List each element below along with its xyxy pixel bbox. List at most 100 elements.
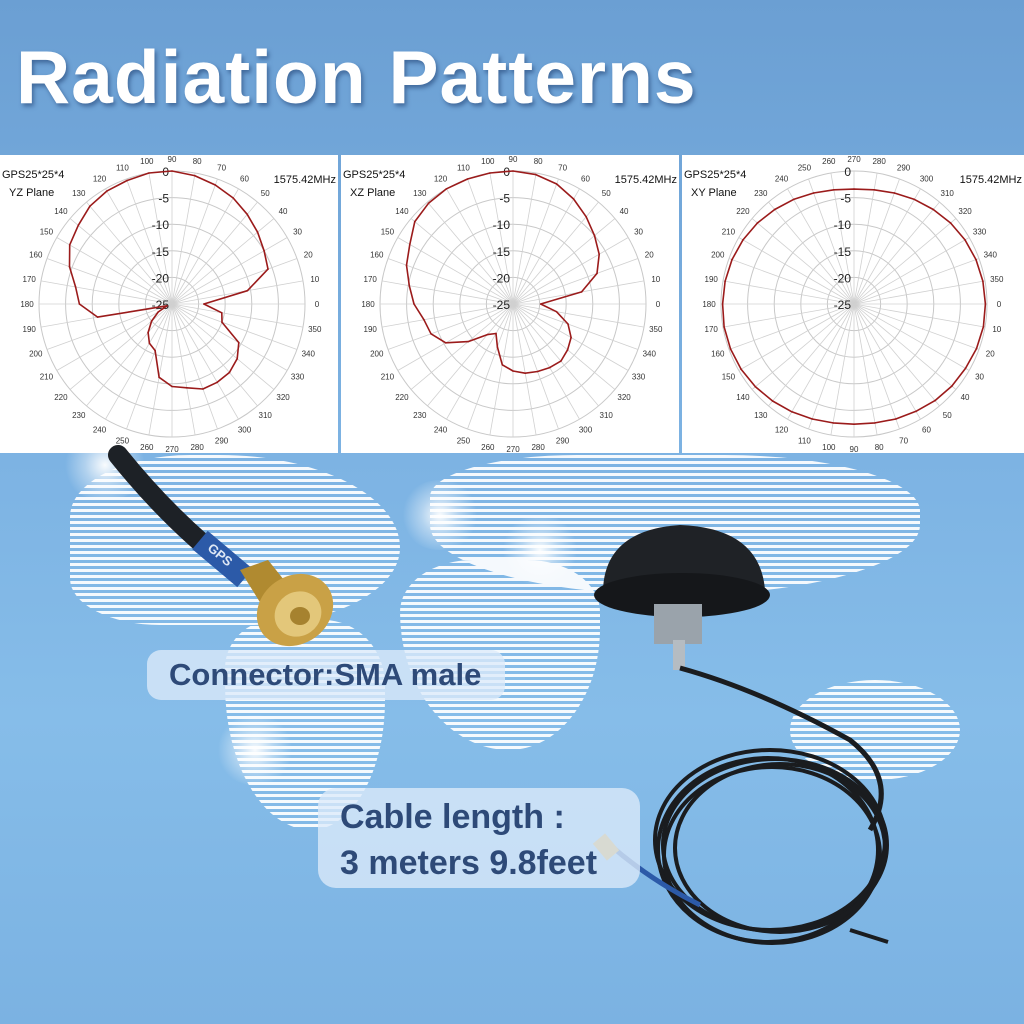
angle-tick-label: 350	[990, 275, 1004, 284]
data-point	[593, 234, 596, 237]
angle-tick-label: 90	[509, 155, 518, 164]
angle-tick-label: 170	[23, 275, 37, 284]
radial-tick-label: -15	[834, 245, 852, 259]
grid-spoke	[46, 258, 173, 305]
angle-tick-label: 290	[897, 164, 911, 173]
angle-tick-label: 310	[259, 411, 273, 420]
data-point	[566, 349, 569, 351]
data-point	[467, 340, 469, 343]
angle-tick-label: 270	[847, 155, 861, 164]
light-glow	[215, 715, 295, 785]
angle-tick-label: 110	[798, 436, 811, 445]
angle-tick-label: 340	[643, 350, 657, 359]
data-point	[68, 244, 71, 246]
data-point	[68, 265, 71, 268]
data-point	[964, 239, 966, 241]
angle-tick-label: 250	[798, 164, 812, 173]
data-point	[771, 400, 774, 402]
angle-tick-label: 190	[23, 325, 37, 334]
angle-tick-label: 300	[238, 426, 252, 435]
angle-tick-label: 130	[754, 411, 768, 420]
angle-tick-label: 100	[140, 157, 154, 166]
angle-tick-label: 170	[364, 275, 378, 284]
radial-tick-label: -5	[840, 192, 851, 206]
data-point	[78, 303, 81, 305]
angle-tick-label: 220	[54, 393, 68, 402]
data-point	[951, 385, 953, 387]
data-point	[596, 272, 598, 275]
data-point	[267, 268, 269, 270]
angle-tick-label: 300	[920, 174, 934, 183]
angle-tick-label: 20	[645, 250, 654, 259]
angle-tick-label: 120	[775, 426, 789, 435]
data-point	[548, 366, 551, 369]
data-point	[539, 303, 542, 305]
grid-spoke	[853, 237, 970, 305]
data-point	[444, 342, 447, 344]
angle-tick-label: 190	[364, 325, 378, 334]
data-point	[895, 418, 897, 420]
angle-tick-label: 30	[975, 373, 984, 382]
grid-spoke	[830, 172, 855, 305]
grid-spoke	[467, 178, 514, 305]
data-point	[934, 399, 936, 402]
grid-spoke	[768, 201, 855, 305]
angle-tick-label: 240	[434, 426, 448, 435]
grid-spoke	[853, 303, 921, 420]
frequency-label: 1575.42MHz	[959, 174, 1022, 186]
grid-spoke	[768, 303, 855, 407]
angle-tick-label: 50	[602, 189, 611, 198]
data-point	[853, 188, 855, 190]
radial-tick-label: -20	[152, 271, 170, 285]
data-point	[524, 372, 526, 374]
model-label: GPS25*25*4	[684, 169, 747, 181]
data-point	[263, 250, 265, 252]
angle-tick-label: 250	[457, 436, 471, 445]
data-point	[572, 198, 575, 200]
frequency-label: 1575.42MHz	[273, 174, 336, 186]
angle-tick-label: 340	[302, 350, 316, 359]
grid-spoke	[512, 303, 559, 430]
cable-length-line-1: Cable length :	[340, 798, 565, 836]
angle-tick-label: 10	[651, 275, 660, 284]
data-point	[832, 422, 834, 424]
grid-spoke	[171, 218, 275, 305]
data-point	[740, 368, 742, 370]
grid-spoke	[738, 303, 855, 371]
angle-tick-label: 280	[531, 443, 545, 452]
plane-label: YZ Plane	[9, 187, 55, 199]
grid-spoke	[512, 188, 580, 305]
grid-spoke	[446, 188, 514, 305]
angle-tick-label: 300	[579, 426, 593, 435]
angle-tick-label: 50	[261, 189, 270, 198]
grid-spoke	[853, 303, 957, 390]
angle-tick-label: 220	[395, 393, 409, 402]
grid-spoke	[751, 303, 855, 390]
data-point	[203, 303, 205, 305]
data-point	[154, 349, 156, 352]
data-point	[555, 183, 558, 185]
grid-spoke	[171, 303, 304, 328]
grid-spoke	[512, 303, 616, 390]
data-point	[408, 284, 411, 287]
angle-tick-label: 350	[308, 325, 322, 334]
angle-tick-label: 70	[558, 164, 567, 173]
angle-tick-label: 240	[775, 174, 789, 183]
data-point	[975, 258, 977, 261]
grid-spoke	[512, 303, 537, 436]
data-point	[535, 173, 537, 176]
data-point	[873, 188, 875, 191]
angle-tick-label: 90	[168, 155, 177, 164]
data-point	[501, 363, 504, 366]
radial-tick-label: -10	[493, 218, 511, 232]
grid-spoke	[171, 303, 298, 350]
angle-tick-label: 270	[165, 445, 179, 453]
angle-tick-label: 160	[29, 250, 43, 259]
angle-tick-label: 150	[40, 228, 54, 237]
data-point	[833, 188, 835, 191]
data-point	[413, 303, 415, 305]
grid-spoke	[512, 303, 639, 350]
data-point	[790, 411, 793, 413]
grid-spoke	[853, 303, 980, 350]
data-point	[445, 188, 448, 190]
